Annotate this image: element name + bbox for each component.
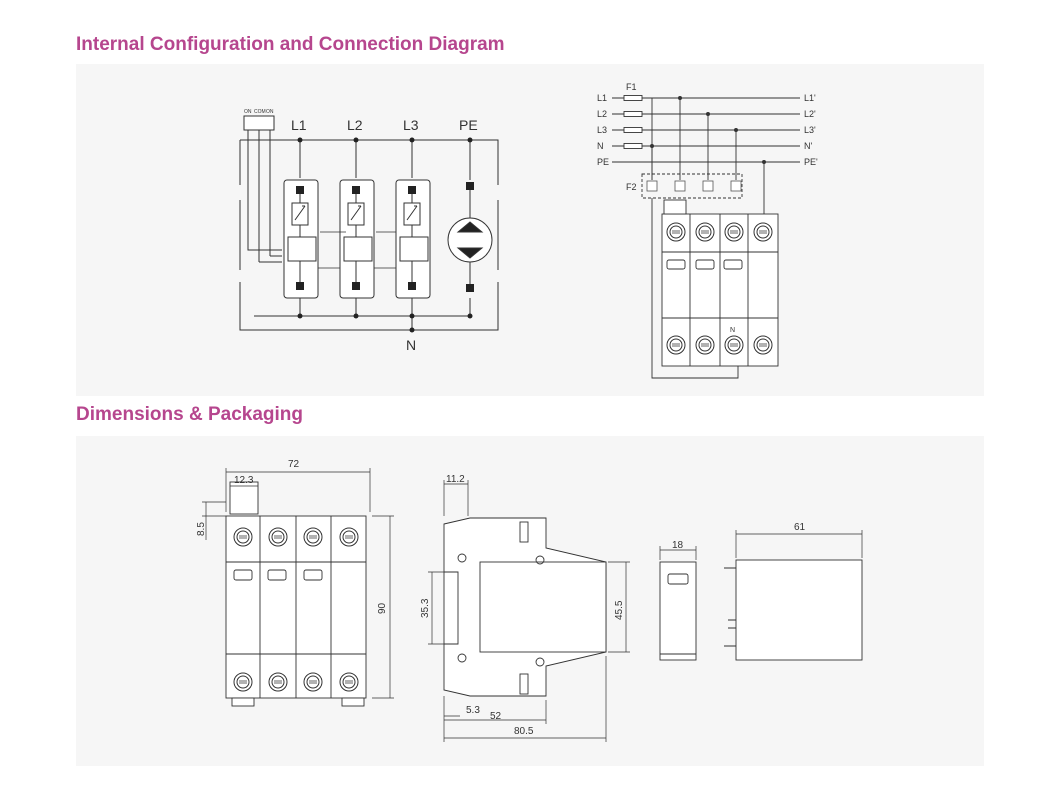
phase-label-l3: L3 (403, 117, 419, 133)
dim-module-width: 18 (672, 540, 684, 551)
output-label-l3: L3' (804, 125, 816, 135)
dim-box-length: 61 (794, 522, 806, 533)
dim-side-inner: 35.3 (420, 598, 431, 618)
phase-label-l1: L1 (291, 117, 307, 133)
dim-side-depth-b: 80.5 (514, 726, 534, 737)
internal-configuration-diagram (239, 115, 499, 331)
output-label-pe: PE' (804, 157, 818, 167)
switch-label-com: COM (254, 109, 266, 115)
input-label-l2: L2 (597, 109, 607, 119)
switch-label-on-2: ON (266, 109, 274, 115)
input-label-pe: PE (597, 157, 609, 167)
input-label-l1: L1 (597, 93, 607, 103)
neutral-label: N (406, 337, 416, 353)
dim-side-depth-a: 52 (490, 711, 502, 722)
output-label-l1: L1' (804, 93, 816, 103)
dim-side-rail: 11.2 (446, 474, 465, 485)
front-view-drawing (202, 468, 394, 707)
dim-front-width: 72 (288, 459, 300, 470)
side-view-drawing (428, 480, 630, 742)
dim-front-module: 12.3 (234, 475, 254, 486)
switch-label-on-1: ON (244, 109, 252, 115)
dim-side-body: 45.5 (614, 600, 625, 620)
output-label-n: N' (804, 141, 812, 151)
section-title-dimensions: Dimensions & Packaging (76, 404, 304, 425)
dim-front-top: 8.5 (196, 522, 207, 536)
configuration-panel (76, 64, 984, 396)
phase-label-l2: L2 (347, 117, 363, 133)
fuse-label-f1: F1 (626, 82, 637, 92)
output-label-l2: L2' (804, 109, 816, 119)
section-title-configuration: Internal Configuration and Connection Di… (76, 34, 505, 55)
module-view-drawing (659, 546, 697, 661)
input-label-l3: L3 (597, 125, 607, 135)
box-view-drawing (724, 530, 863, 661)
dim-side-offset: 5.3 (466, 705, 480, 716)
input-label-n: N (597, 141, 604, 151)
connection-diagram (612, 97, 800, 379)
pe-label: PE (459, 117, 478, 133)
module-neutral-label: N (730, 327, 735, 334)
fuse-label-f2: F2 (626, 182, 637, 192)
dim-front-height: 90 (377, 602, 388, 614)
